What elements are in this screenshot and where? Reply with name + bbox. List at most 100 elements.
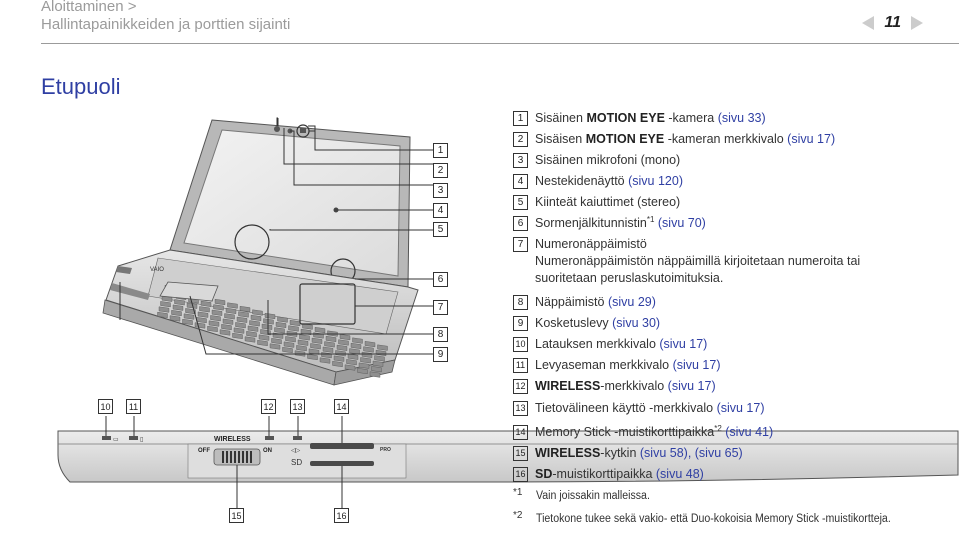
item-badge: 13	[513, 401, 528, 416]
page-link[interactable]: (sivu 41)	[721, 425, 774, 439]
keyboard-key	[288, 325, 299, 332]
callout-4: 4	[433, 203, 448, 218]
page-link[interactable]: (sivu 17)	[667, 379, 716, 393]
keyboard-key	[158, 306, 170, 313]
keyboard-key	[310, 343, 321, 350]
keyboard-key	[372, 360, 384, 367]
keyboard-key	[239, 306, 251, 313]
keyboard-key	[336, 344, 348, 351]
keyboard-key	[349, 348, 360, 355]
item-badge: 11	[513, 358, 528, 373]
next-page-icon[interactable]	[909, 15, 925, 31]
list-item: 15 WIRELESS-kytkin (sivu 58), (sivu 65)	[513, 445, 743, 462]
keyboard-key	[377, 344, 388, 351]
keyboard-key	[347, 353, 359, 360]
keyboard-key	[174, 299, 185, 306]
keyboard-key	[246, 331, 257, 338]
keyboard-key	[157, 311, 168, 318]
item-badge: 15	[513, 446, 528, 461]
keyboard-key	[371, 366, 382, 373]
item-badge: 5	[513, 195, 528, 210]
keyboard-key	[252, 309, 263, 316]
page-link[interactable]: (sivu 17)	[659, 337, 708, 351]
page-link[interactable]: (sivu 70)	[654, 216, 706, 230]
keyboard-key	[360, 357, 371, 364]
front-edge-closeup: ▭ ▯ OFF ON WIRELESS ◁▷ SD PRO	[57, 430, 959, 483]
item-badge: 14	[513, 425, 528, 440]
callout-12: 12	[261, 399, 276, 414]
page-link[interactable]: (sivu 17)	[672, 358, 721, 372]
page-link[interactable]: (sivu 33)	[717, 111, 766, 125]
footnote-text: Vain joissakin malleissa.	[536, 490, 650, 502]
keyboard-key	[185, 308, 196, 315]
list-item: 5 Kiinteät kaiuttimet (stereo)	[513, 194, 680, 211]
list-item: 6 Sormenjälkitunnistin*1 (sivu 70)	[513, 215, 706, 232]
footnote-mark: *2	[513, 510, 523, 521]
keyboard-key	[374, 355, 385, 362]
keyboard-key	[311, 337, 323, 344]
keyboard-key	[183, 313, 195, 320]
breadcrumb-parent[interactable]: Aloittaminen >	[41, 0, 137, 15]
keyboard-key	[363, 346, 374, 353]
keyboard-key	[324, 341, 335, 348]
page-link[interactable]: (sivu 48)	[655, 467, 704, 481]
section-title: Etupuoli	[41, 74, 121, 99]
vaio-logo: VAIO	[150, 267, 164, 273]
item-badge: 12	[513, 379, 528, 394]
page-link[interactable]: (sivu 29)	[607, 295, 656, 309]
item-badge: 1	[513, 111, 528, 126]
prev-page-icon[interactable]	[860, 15, 876, 31]
keyboard-key	[297, 339, 309, 346]
keyboard-key	[207, 325, 218, 332]
list-item: 14 Memory Stick -muistikorttipaikka*2 (s…	[513, 424, 773, 441]
page-link[interactable]: (sivu 58), (sivu 65)	[639, 446, 743, 460]
item-badge: 7	[513, 237, 528, 252]
keyboard-key	[232, 332, 243, 340]
keyboard-key	[296, 345, 307, 352]
callout-10: 10	[98, 399, 113, 414]
page-link[interactable]: (sivu 30)	[612, 316, 661, 330]
keyboard-key	[358, 362, 370, 369]
breadcrumb-current: Hallintapainikkeiden ja porttien sijaint…	[41, 16, 291, 33]
front-leader-lines	[105, 416, 343, 508]
keyboard-key	[219, 329, 231, 336]
page-link[interactable]: (sivu 17)	[716, 401, 765, 415]
page-header: Aloittaminen > Hallintapainikkeiden ja p…	[0, 0, 959, 44]
indicator-lamps	[102, 436, 302, 440]
wireless-label: WIRELESS	[214, 436, 251, 443]
keyboard-key	[221, 324, 232, 331]
page-link[interactable]: (sivu 17)	[787, 132, 836, 146]
keyboard-key	[208, 320, 220, 327]
page-navigation: 11	[860, 14, 925, 32]
keyboard-key	[169, 315, 181, 322]
keyboard-key	[213, 304, 224, 311]
keyboard-key	[211, 309, 223, 316]
list-item: 3 Sisäinen mikrofoni (mono)	[513, 152, 680, 169]
leader-lines	[119, 117, 433, 355]
keyboard-key	[200, 300, 212, 307]
keyboard-key	[261, 323, 273, 330]
page-link[interactable]: (sivu 120)	[628, 174, 683, 188]
item-badge: 6	[513, 216, 528, 231]
laptop-base: VAIO	[102, 249, 419, 386]
keyboard-key	[238, 311, 249, 318]
keyboard-key	[171, 310, 182, 317]
list-item: 13 Tietovälineen käyttö -merkkivalo (siv…	[513, 400, 765, 417]
keyboard-key	[277, 316, 288, 323]
list-item: 11 Levyaseman merkkivalo (sivu 17)	[513, 357, 721, 374]
svg-text:▭: ▭	[113, 437, 119, 443]
callout-2: 2	[433, 163, 448, 178]
keyboard-key	[352, 337, 363, 344]
callout-16: 16	[334, 508, 349, 523]
list-item: 16 SD-muistikorttipaikka (sivu 48)	[513, 466, 704, 483]
list-item: 8 Näppäimistö (sivu 29)	[513, 294, 656, 311]
on-label: ON	[263, 448, 272, 454]
item-badge: 2	[513, 132, 528, 147]
keyboard-key	[250, 314, 262, 321]
keyboard-key	[160, 301, 171, 308]
callout-1: 1	[433, 143, 448, 158]
keyboard-key	[214, 298, 226, 306]
callout-3: 3	[433, 183, 448, 198]
header-divider	[41, 43, 959, 44]
callout-8: 8	[433, 327, 448, 342]
